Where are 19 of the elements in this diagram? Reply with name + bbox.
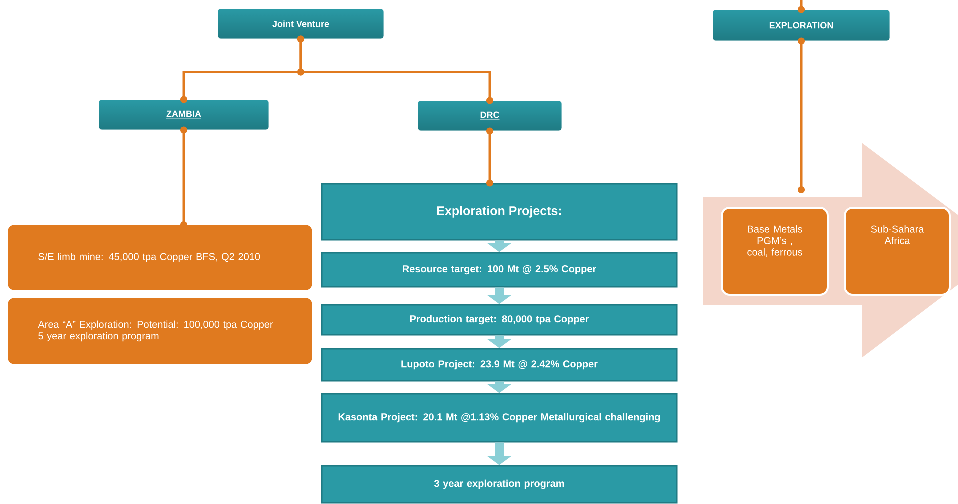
project-box: Exploration Projects: (321, 183, 678, 241)
connector-line (180, 126, 188, 228)
connector-line (298, 36, 494, 104)
project-box: Production target: 80,000 tpa Copper (321, 304, 678, 336)
heading-tab: Joint Venture (218, 8, 384, 40)
heading-tab: ZAMBIA (98, 100, 270, 130)
project-box: 3 year exploration program (321, 465, 678, 504)
connector-line (798, 0, 805, 14)
project-box: Resource target: 100 Mt @ 2.5% Copper (321, 252, 678, 288)
rounded-box: Base Metals PGM’s , coal, ferrous (721, 207, 829, 296)
project-box: Lupoto Project: 23.9 Mt @ 2.42% Copper (321, 348, 678, 382)
heading-tab: DRC (418, 100, 562, 132)
project-box: Kasonta Project: 20.1 Mt @1.13% Copper Metallurgical challenging (321, 393, 678, 443)
text-box: S/E limb mine: 45,000 tpa Copper BFS, Q2 2010 (8, 225, 312, 290)
rounded-box: Sub-Sahara Africa (844, 207, 951, 296)
text-box: Area “A” Exploration: Potential: 100,000 tpa Copper 5 year exploration program (8, 298, 312, 364)
connector-line (486, 128, 494, 187)
connector-line (798, 38, 805, 194)
heading-tab: EXPLORATION (712, 10, 890, 42)
